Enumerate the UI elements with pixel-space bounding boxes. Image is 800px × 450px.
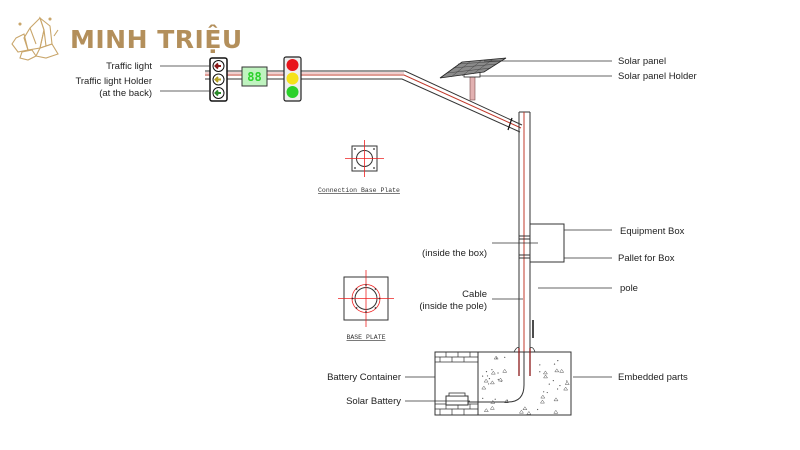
concrete-speckle	[542, 370, 548, 375]
concrete-speckle	[546, 391, 548, 394]
concrete-speckle	[539, 364, 541, 366]
concrete-speckle	[506, 399, 509, 401]
base-plate-drawing: BASE PLATE	[338, 270, 394, 341]
traffic-light	[283, 56, 302, 102]
concrete-speckle	[490, 399, 496, 404]
foundation	[434, 347, 572, 416]
concrete-speckle	[559, 384, 561, 387]
label-battery-container: Battery Container	[327, 372, 401, 383]
concrete-speckle	[498, 377, 503, 382]
solar-battery	[445, 395, 469, 406]
brand-logo: MINH TRIỆU	[11, 16, 243, 61]
brand-name: MINH TRIỆU	[70, 24, 243, 54]
signal-yellow	[286, 72, 299, 85]
arrow-traffic-light	[209, 57, 228, 102]
arrow-left-green-icon	[214, 89, 221, 97]
concrete-speckle	[522, 406, 528, 411]
label-solar-panel-holder: Solar panel Holder	[618, 71, 697, 82]
concrete-speckle	[489, 380, 495, 385]
concrete-speckle	[540, 394, 546, 399]
concrete-speckle	[543, 374, 549, 379]
concrete-speckle	[482, 375, 484, 377]
countdown-digits: 88	[247, 70, 261, 84]
label-pallet-for-box: Pallet for Box	[618, 253, 675, 264]
concrete-speckle	[481, 385, 487, 390]
countdown-display: 88	[241, 66, 268, 87]
concrete-speckle	[566, 380, 568, 382]
concrete-speckle	[503, 399, 509, 404]
pole-arm	[205, 70, 523, 133]
concrete-speckle	[489, 405, 495, 410]
concrete-speckle	[487, 383, 490, 385]
arrow-left-red-icon	[214, 62, 221, 70]
concrete-speckle	[497, 378, 499, 381]
base-plate-caption: BASE PLATE	[346, 334, 385, 341]
concrete-speckle	[537, 408, 539, 411]
concrete-texture	[481, 355, 570, 415]
concrete-speckle	[554, 368, 560, 373]
pole	[518, 111, 534, 352]
crystal-cluster-icon	[11, 16, 59, 61]
signal-green	[286, 86, 299, 98]
concrete-speckle	[483, 378, 489, 383]
concrete-speckle	[482, 397, 484, 399]
concrete-speckle	[556, 388, 559, 390]
concrete-speckle	[553, 397, 559, 402]
concrete-speckle	[491, 369, 493, 371]
concrete-speckle	[539, 399, 545, 404]
concrete-speckle	[493, 355, 499, 360]
concrete-speckle	[502, 368, 508, 373]
concrete-speckle	[539, 371, 541, 373]
solar-panel-holder-post	[469, 75, 476, 101]
concrete-speckle	[518, 409, 524, 414]
concrete-speckle	[486, 375, 489, 377]
solar-panel	[439, 57, 507, 79]
concrete-speckle	[564, 381, 570, 385]
label-cable: Cable	[462, 289, 487, 300]
concrete-speckle	[557, 360, 559, 362]
connection-base-plate-drawing: Connection Base Plate	[318, 140, 400, 194]
label-traffic-light: Traffic light	[106, 61, 152, 72]
label-solar-panel: Solar panel	[618, 56, 666, 67]
signal-red	[286, 59, 299, 71]
concrete-speckle	[488, 377, 491, 380]
concrete-speckle	[495, 357, 498, 359]
concrete-speckle	[553, 363, 556, 365]
label-traffic-light-holder-sub: (at the back)	[99, 88, 152, 99]
arrow-left-yellow-icon	[214, 76, 221, 83]
concrete-speckle	[490, 370, 496, 375]
concrete-speckle	[552, 380, 554, 382]
label-embedded-parts: Embedded parts	[618, 372, 688, 383]
concrete-speckle	[553, 409, 559, 414]
concrete-speckle	[483, 408, 489, 412]
concrete-speckle	[548, 383, 550, 385]
label-cable-sub: (inside the pole)	[419, 301, 487, 312]
connection-base-plate-caption: Connection Base Plate	[318, 187, 400, 194]
concrete-speckle	[494, 398, 496, 400]
label-solar-battery: Solar Battery	[346, 396, 401, 407]
label-equipment-box: Equipment Box	[620, 226, 685, 237]
label-traffic-light-holder: Traffic light Holder	[75, 76, 152, 87]
concrete-speckle	[543, 391, 545, 393]
concrete-speckle	[497, 372, 499, 374]
label-inside-box: (inside the box)	[422, 248, 487, 259]
label-pole: pole	[620, 283, 638, 294]
concrete-speckle	[504, 356, 506, 358]
concrete-speckle	[563, 386, 569, 391]
concrete-speckle	[526, 410, 532, 415]
concrete-speckle	[559, 368, 565, 373]
concrete-speckle	[485, 371, 488, 373]
leader-lines	[160, 60, 612, 402]
